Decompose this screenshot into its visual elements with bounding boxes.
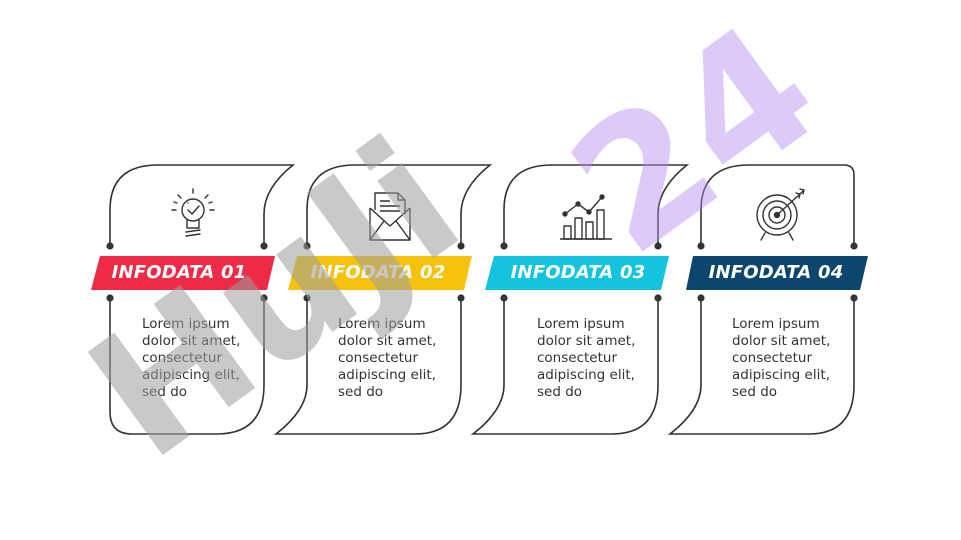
step-4-top-outline <box>700 164 855 246</box>
step-1-connector-dots <box>106 242 268 302</box>
envelope-document-icon <box>369 192 411 241</box>
step-4-banner <box>686 256 868 290</box>
description-line: dolor sit amet, <box>732 333 831 349</box>
description-line: dolor sit amet, <box>537 333 636 349</box>
description-line: consectetur <box>537 350 617 366</box>
step-4-title: INFODATA 04 <box>708 262 844 283</box>
description-line: dolor sit amet, <box>142 333 241 349</box>
step-1-top-outline <box>109 164 296 246</box>
step-1-banner <box>91 256 275 290</box>
step-1-frame <box>109 164 296 435</box>
step-2-description: Lorem ipsum dolor sit amet, consectetur … <box>338 316 468 401</box>
step-1-title: INFODATA 01 <box>111 262 247 283</box>
step-4-bottom-outline <box>667 298 855 435</box>
description-line: consectetur <box>142 350 222 366</box>
step-4-frame <box>667 164 855 435</box>
description-line: sed do <box>537 384 583 400</box>
step-3-title: INFODATA 03 <box>510 262 646 283</box>
description-line: Lorem ipsum <box>338 316 426 332</box>
step-1-bottom-outline <box>109 298 265 435</box>
lightbulb-check-icon <box>171 188 215 237</box>
description-line: Lorem ipsum <box>732 316 820 332</box>
step-4-description: Lorem ipsum dolor sit amet, consectetur … <box>732 316 862 401</box>
step-2-frame <box>273 164 493 435</box>
step-2-banner <box>288 256 472 290</box>
description-line: sed do <box>142 384 188 400</box>
bar-chart-trend-icon <box>560 194 612 240</box>
step-2-title: INFODATA 02 <box>310 262 446 283</box>
description-line: adipiscing elit, <box>338 367 436 383</box>
step-3-connector-dots <box>500 242 662 302</box>
description-line: consectetur <box>338 350 418 366</box>
description-line: consectetur <box>732 350 812 366</box>
step-1-description: Lorem ipsum dolor sit amet, consectetur … <box>142 316 272 401</box>
step-4-connector-dots <box>697 242 858 302</box>
description-line: adipiscing elit, <box>142 367 240 383</box>
description-line: dolor sit amet, <box>338 333 437 349</box>
description-line: sed do <box>732 384 778 400</box>
step-2-connector-dots <box>303 242 465 302</box>
step-2-bottom-outline <box>273 298 462 435</box>
target-arrow-icon <box>756 188 805 241</box>
description-line: Lorem ipsum <box>142 316 230 332</box>
description-line: Lorem ipsum <box>537 316 625 332</box>
step-3-description: Lorem ipsum dolor sit amet, consectetur … <box>537 316 667 401</box>
step-3-banner <box>485 256 669 290</box>
step-3-frame <box>470 164 690 435</box>
description-line: adipiscing elit, <box>537 367 635 383</box>
step-3-top-outline <box>503 164 690 246</box>
description-line: sed do <box>338 384 384 400</box>
description-line: adipiscing elit, <box>732 367 830 383</box>
step-2-top-outline <box>306 164 493 246</box>
step-3-bottom-outline <box>470 298 659 435</box>
